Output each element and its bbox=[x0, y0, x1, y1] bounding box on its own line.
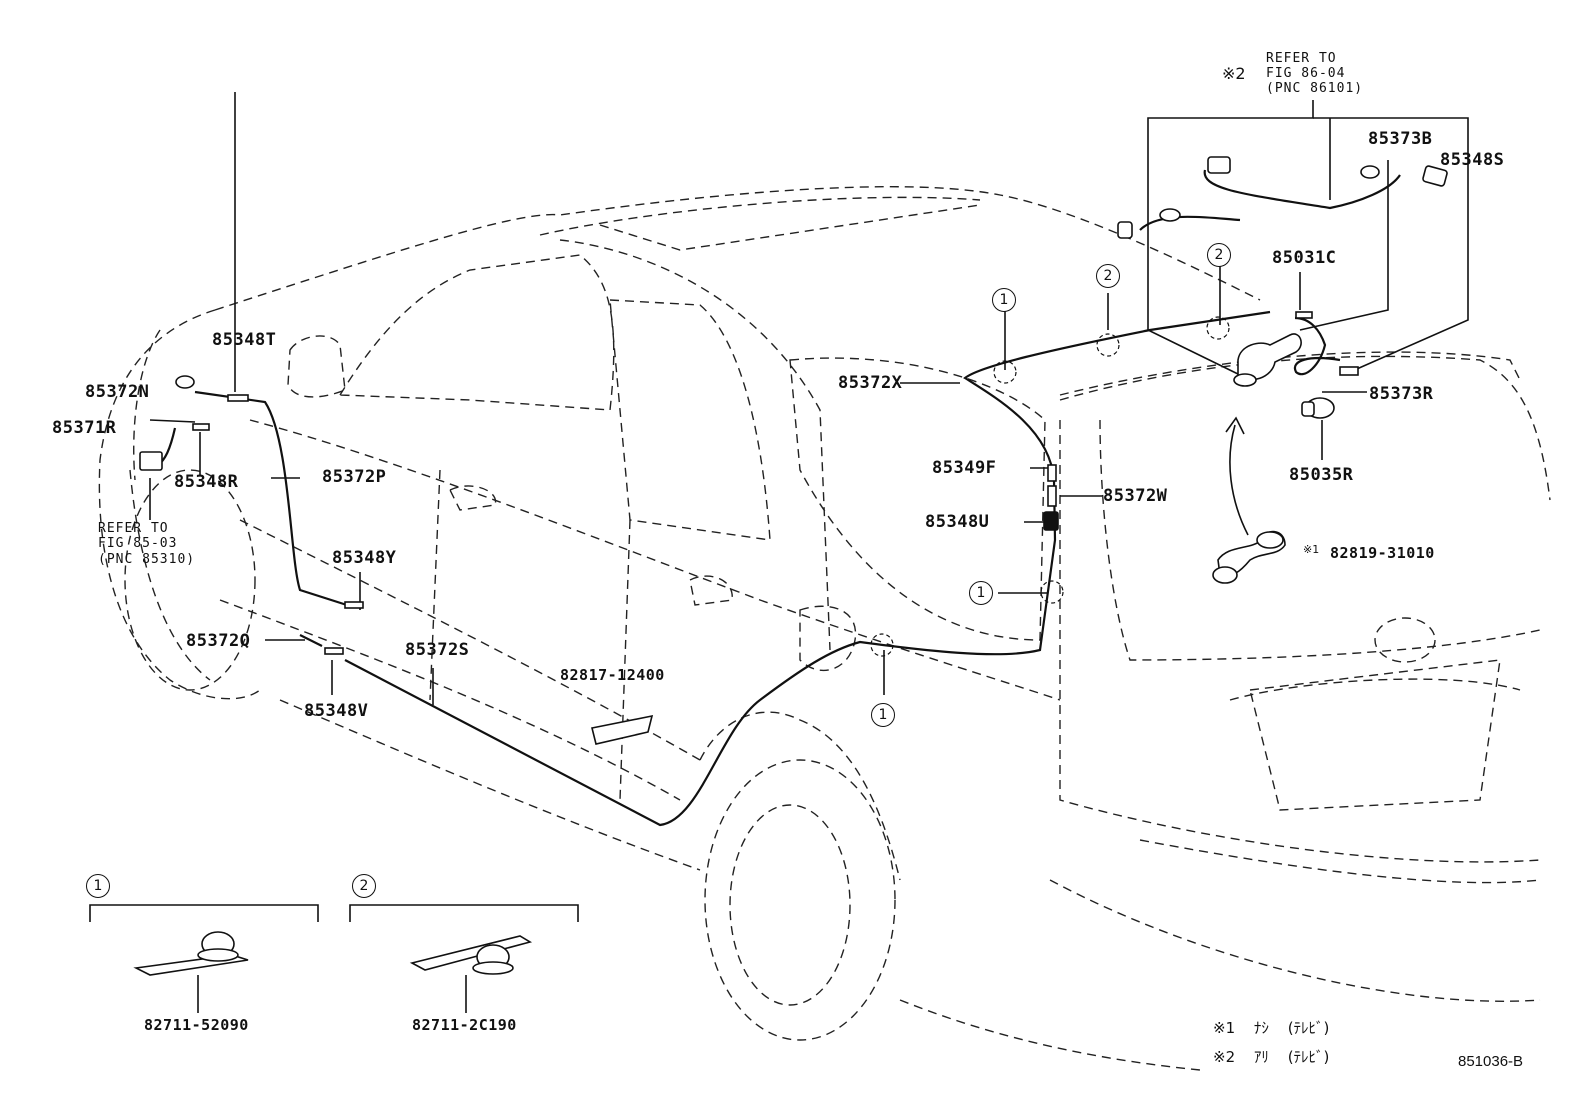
part-label-85348V: 85348V bbox=[304, 701, 369, 721]
component-glyphs bbox=[133, 156, 1448, 976]
legend-row-1: ※1 ﾅｼ (ﾃﾚﾋﾞ) bbox=[1213, 1021, 1343, 1036]
part-label-85348T: 85348T bbox=[212, 330, 277, 350]
callout-2-hatch: 2 bbox=[1207, 243, 1231, 267]
legend-text-2a: ｱﾘ bbox=[1253, 1048, 1269, 1066]
part-label-85372W: 85372W bbox=[1103, 486, 1168, 506]
legend-text-2b: (ﾃﾚﾋﾞ) bbox=[1287, 1048, 1330, 1066]
part-label-85373B: 85373B bbox=[1368, 129, 1433, 149]
ref-note-left-line3: (PNC 85310) bbox=[98, 552, 196, 567]
figure-number: 851036-B bbox=[1458, 1053, 1524, 1070]
part-label-85372X: 85372X bbox=[838, 373, 903, 393]
legend-mark-2: ※2 bbox=[1213, 1048, 1236, 1066]
ref-note-top-line2: FIG 86-04 bbox=[1266, 66, 1346, 81]
part-label-85348S: 85348S bbox=[1440, 150, 1505, 170]
legend-row-2: ※2 ｱﾘ (ﾃﾚﾋﾞ) bbox=[1213, 1050, 1343, 1065]
part-label-82711-2C190: 82711-2C190 bbox=[412, 1016, 517, 1034]
part-label-85372Q: 85372Q bbox=[186, 631, 251, 651]
ref-note-left-line1: REFER TO bbox=[98, 521, 169, 536]
car-body-outline bbox=[98, 186, 1551, 1071]
part-label-85373R: 85373R bbox=[1369, 384, 1434, 404]
note-mark-1: ※1 bbox=[1303, 543, 1320, 556]
part-label-85372P: 85372P bbox=[322, 467, 387, 487]
detail-callout-2: 2 bbox=[352, 874, 376, 898]
detail-circles bbox=[870, 316, 1230, 657]
antenna-cable-routing bbox=[157, 169, 1401, 827]
ref-note-top-line1: REFER TO bbox=[1266, 51, 1337, 66]
part-label-82819-31010: 82819-31010 bbox=[1330, 544, 1435, 562]
part-label-85035R: 85035R bbox=[1289, 465, 1354, 485]
part-label-85348Y: 85348Y bbox=[332, 548, 397, 568]
callout-1-roof: 1 bbox=[992, 288, 1016, 312]
reference-box-lines bbox=[89, 92, 1469, 1013]
part-label-85031C: 85031C bbox=[1272, 248, 1337, 268]
detail-callout-1: 1 bbox=[86, 874, 110, 898]
ref-note-top-line3: (PNC 86101) bbox=[1266, 81, 1364, 96]
part-label-85371R: 85371R bbox=[52, 418, 117, 438]
callout-1-quarter: 1 bbox=[871, 703, 895, 727]
part-label-82817-12400: 82817-12400 bbox=[560, 666, 665, 684]
callout-1-pillar: 1 bbox=[969, 581, 993, 605]
part-label-85372N: 85372N bbox=[85, 382, 150, 402]
ref-note-left-line2: FIG 85-03 bbox=[98, 536, 178, 551]
note-mark-2: ※2 bbox=[1222, 64, 1246, 83]
legend-text-1a: ﾅｼ bbox=[1253, 1019, 1269, 1037]
callout-2-roof: 2 bbox=[1096, 264, 1120, 288]
part-label-85349F: 85349F bbox=[932, 458, 997, 478]
part-label-85348R: 85348R bbox=[174, 472, 239, 492]
part-label-85372S: 85372S bbox=[405, 640, 470, 660]
legend-mark-1: ※1 bbox=[1213, 1019, 1236, 1037]
legend-text-1b: (ﾃﾚﾋﾞ) bbox=[1287, 1019, 1330, 1037]
part-label-82711-52090: 82711-52090 bbox=[144, 1016, 249, 1034]
part-label-85348U: 85348U bbox=[925, 512, 990, 532]
